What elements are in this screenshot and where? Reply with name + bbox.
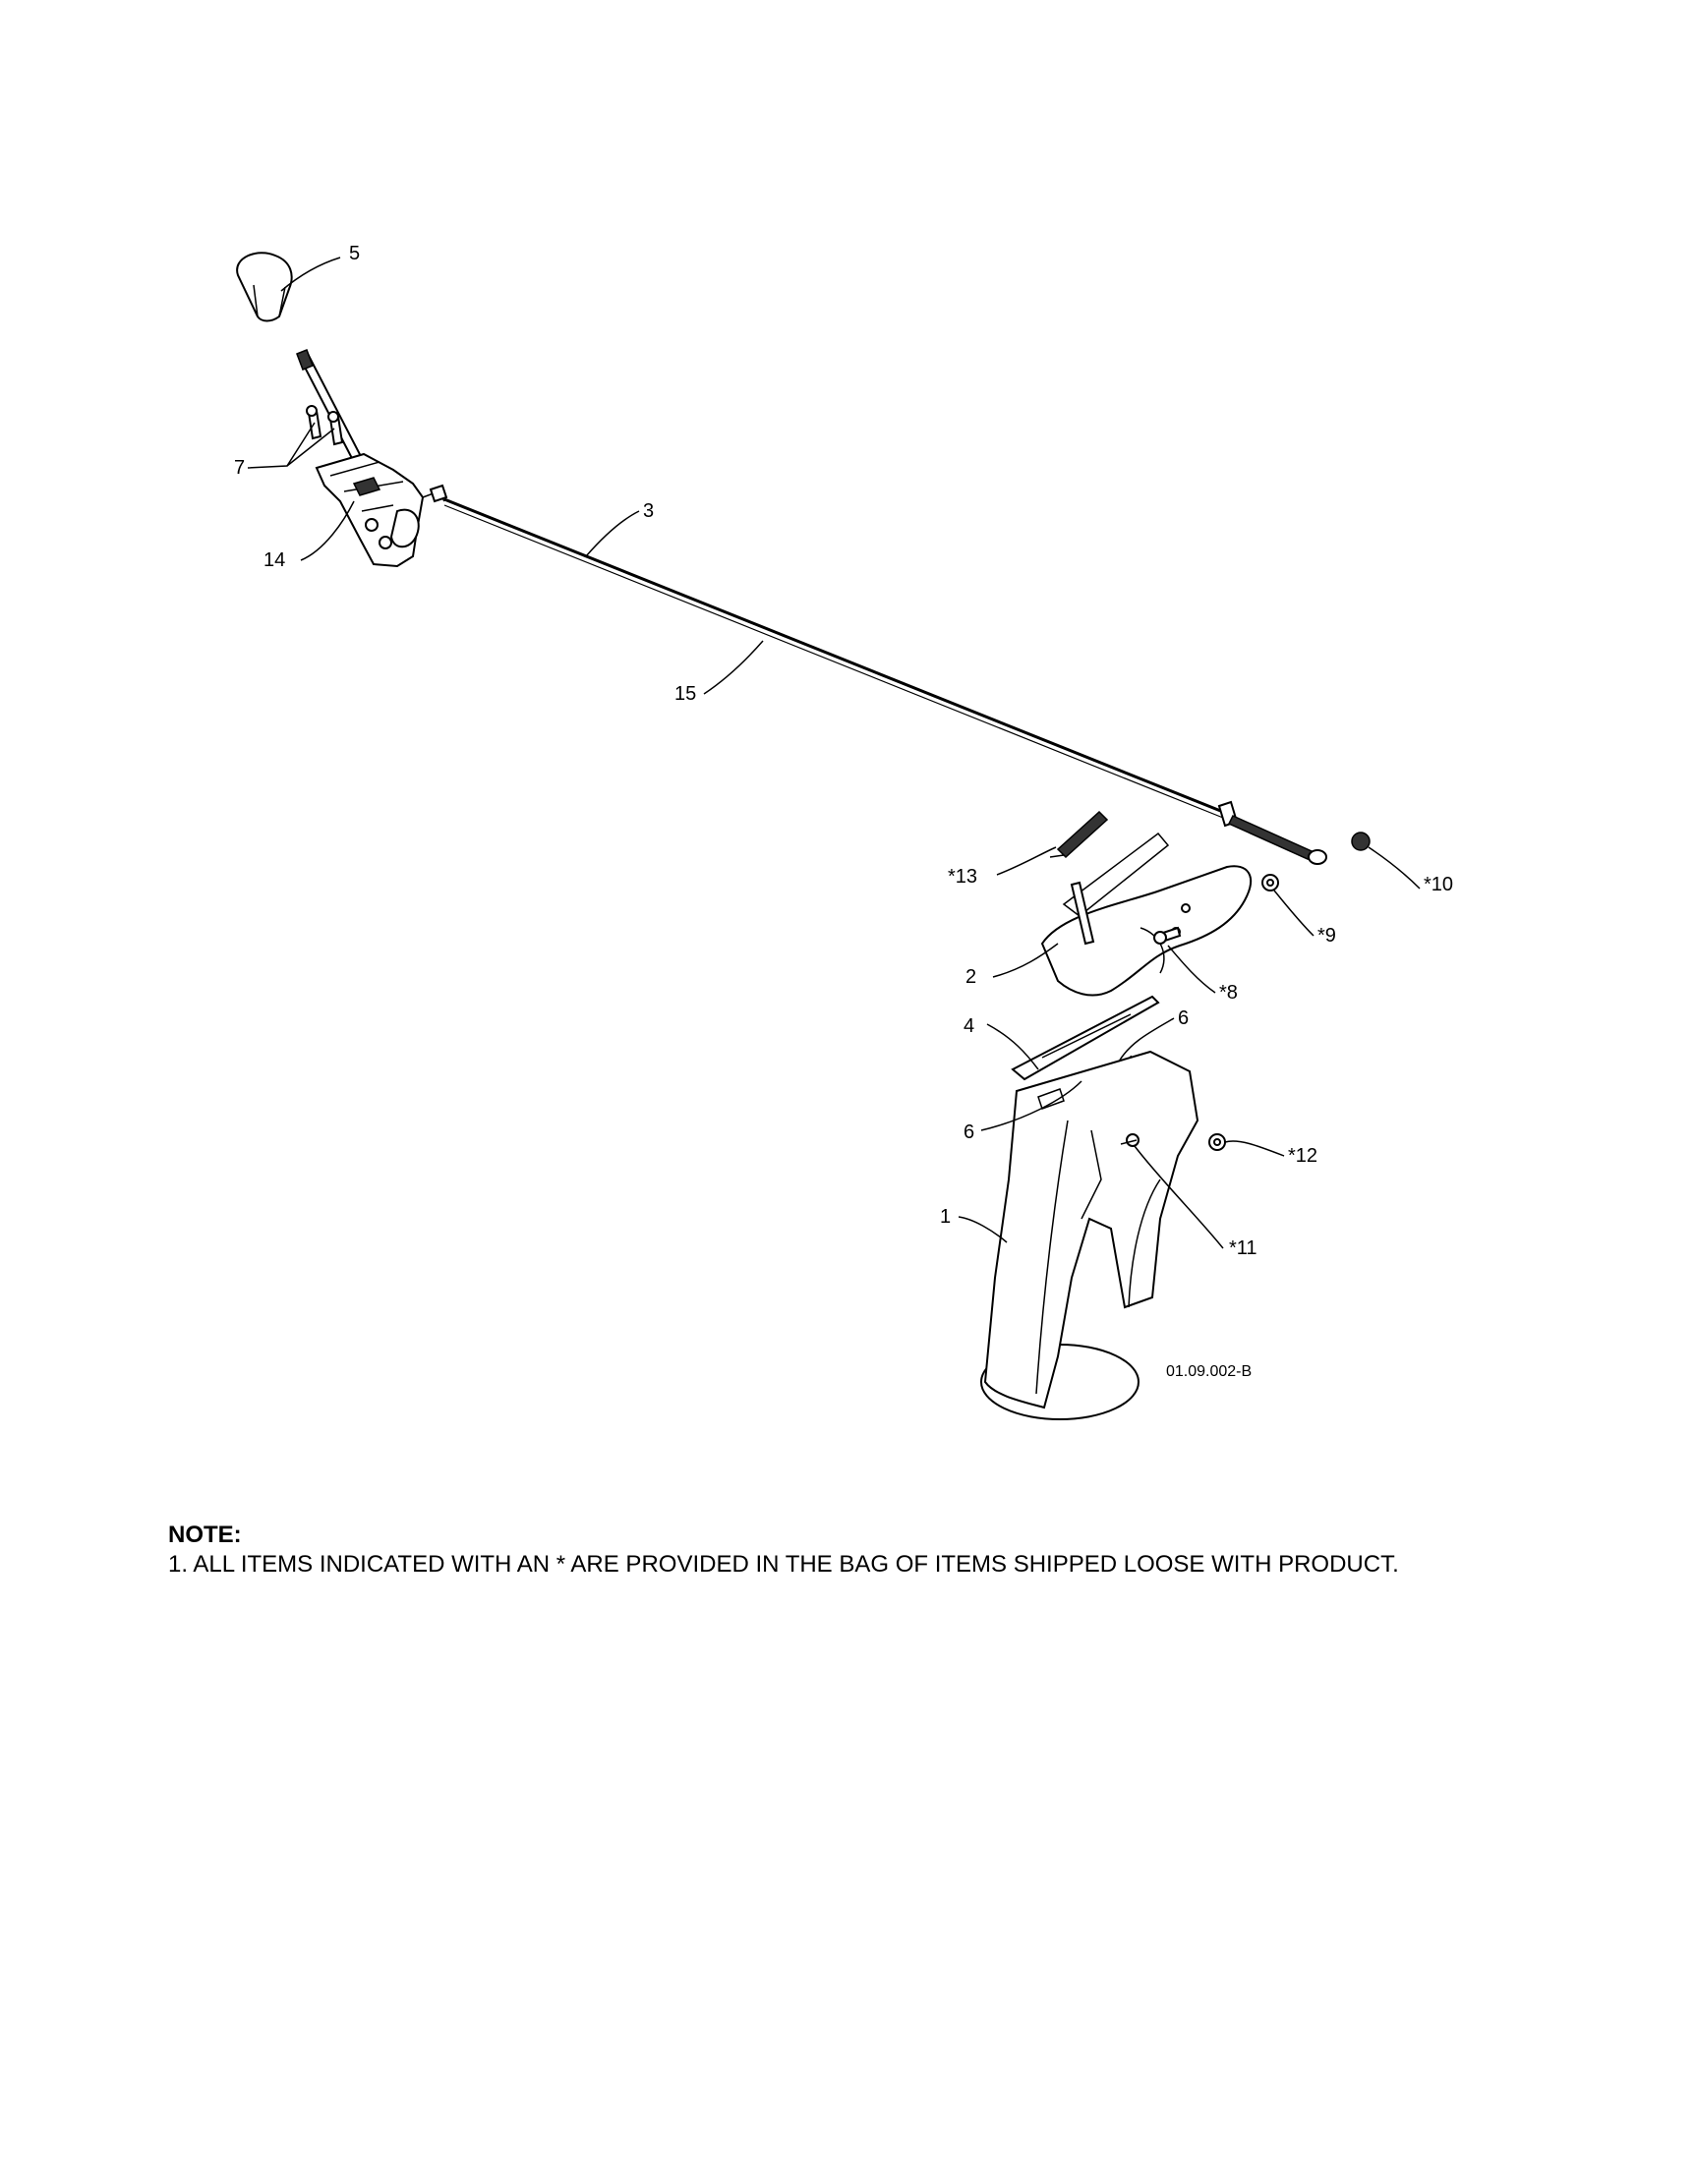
callout-15: 15 <box>674 683 696 705</box>
note-text: 1. ALL ITEMS INDICATED WITH AN * ARE PRO… <box>168 1551 1399 1578</box>
callout-3: 3 <box>643 500 654 522</box>
callout-13: *13 <box>948 866 977 888</box>
callout-12: *12 <box>1288 1145 1317 1167</box>
callout-2: 2 <box>965 966 976 988</box>
washer-part-9 <box>1261 874 1279 891</box>
spring-part-13 <box>1049 810 1109 859</box>
bracket-part-14 <box>315 452 425 568</box>
callout-14: 14 <box>263 549 285 571</box>
callout-6-upper: 6 <box>1178 1007 1189 1029</box>
callout-10: *10 <box>1424 874 1453 895</box>
cable-part-15 <box>422 484 1327 865</box>
callout-9: *9 <box>1317 925 1336 947</box>
drawing-code: 01.09.002-B <box>1166 1363 1252 1380</box>
note-block: NOTE: 1. ALL ITEMS INDICATED WITH AN * A… <box>168 1522 1643 1579</box>
screws-part-7 <box>306 405 344 446</box>
callout-1: 1 <box>940 1206 951 1228</box>
callout-8: *8 <box>1219 982 1238 1004</box>
nut-part-12 <box>1208 1133 1226 1151</box>
callout-11: *11 <box>1229 1237 1257 1259</box>
callout-5: 5 <box>349 243 360 264</box>
nut-part-10 <box>1351 832 1371 851</box>
bolt-part-8 <box>1153 926 1182 945</box>
chute-part-1 <box>980 1050 1199 1420</box>
callout-4: 4 <box>964 1015 974 1037</box>
note-title: NOTE: <box>168 1522 242 1548</box>
callout-labels: 5 7 14 3 15 *13 *10 *9 2 *8 4 6 6 *12 1 … <box>234 243 1453 1380</box>
knob-part-5 <box>236 252 293 322</box>
callout-7: 7 <box>234 457 245 479</box>
deflector-part-2 <box>1040 832 1252 997</box>
leader-lines <box>247 257 1421 1249</box>
callout-6-lower: 6 <box>964 1121 974 1143</box>
plate-part-4 <box>1011 995 1160 1081</box>
screw-part-11 <box>1120 1139 1138 1145</box>
